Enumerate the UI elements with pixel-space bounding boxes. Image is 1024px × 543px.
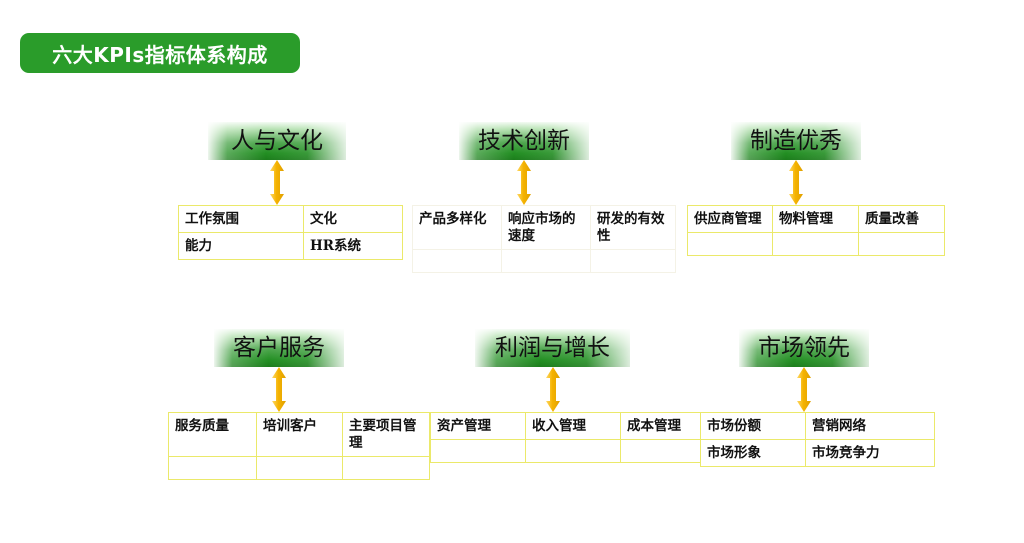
kpi-cell-empty [412,248,502,273]
table-row: 资产管理 收入管理 成本管理 [430,412,715,440]
kpi-cell: 市场份额 [700,412,806,440]
double-arrow-vertical-icon [517,160,531,205]
kpi-cell: 资产管理 [430,412,526,440]
kpi-cell: 能力 [178,231,304,260]
kpi-cell-empty [342,455,430,480]
kpi-table-people-culture: 工作氛围 文化 能力 HR系统 [178,205,403,260]
kpi-cell: 市场形象 [700,438,806,467]
group-header-label: 制造优秀 [750,127,842,154]
kpi-cell-empty [858,231,945,256]
kpi-cell: 主要项目管理 [342,412,430,457]
connector-arrow-market-leadership [794,367,814,412]
group-header-label: 人与文化 [231,127,323,154]
kpi-table-market-leadership: 市场份额 营销网络 市场形象 市场竞争力 [700,412,935,467]
table-row [412,248,676,273]
kpi-cell-empty [501,248,591,273]
kpi-cell: 培训客户 [256,412,343,457]
kpi-table-customer-service: 服务质量 培训客户 主要项目管理 [168,412,430,480]
kpi-cell: 工作氛围 [178,205,304,233]
table-row: 供应商管理 物料管理 质量改善 [687,205,945,233]
kpi-cell-empty [168,455,257,480]
connector-arrow-customer-service [269,367,289,412]
table-row: 产品多样化 响应市场的速度 研发的有效性 [412,205,676,250]
table-row: 市场形象 市场竞争力 [700,438,935,467]
kpi-cell-empty [525,438,621,463]
connector-arrow-technology-innovation [514,160,534,205]
kpi-group-market-leadership: 市场领先 市场份额 营销网络 市场形象 市场竞争力 [700,329,935,467]
kpi-cell: 供应商管理 [687,205,773,233]
group-header-manufacturing-excellence: 制造优秀 [731,122,861,160]
group-header-market-leadership: 市场领先 [739,329,869,367]
kpi-cell: 服务质量 [168,412,257,457]
kpi-cell: 营销网络 [805,412,935,440]
kpi-cell-empty [620,438,715,463]
kpi-cell: 物料管理 [772,205,859,233]
kpi-group-people-culture: 人与文化 工作氛围 文化 能力 HR系统 [178,122,403,260]
kpi-cell: 质量改善 [858,205,945,233]
table-row: 市场份额 营销网络 [700,412,935,440]
kpi-group-profit-growth: 利润与增长 资产管理 收入管理 成本管理 [430,329,715,463]
page-title: 六大KPIs指标体系构成 [52,42,268,67]
kpi-cell: 市场竞争力 [805,438,935,467]
kpi-group-customer-service: 客户服务 服务质量 培训客户 主要项目管理 [168,329,430,480]
kpi-group-manufacturing-excellence: 制造优秀 供应商管理 物料管理 质量改善 [687,122,945,256]
kpi-table-technology-innovation: 产品多样化 响应市场的速度 研发的有效性 [412,205,676,273]
double-arrow-vertical-icon [270,160,284,205]
kpi-cell: 产品多样化 [412,205,502,250]
double-arrow-vertical-icon [545,367,560,412]
table-row [168,455,430,480]
connector-arrow-people-culture [267,160,287,205]
kpi-cell-empty [430,438,526,463]
table-row: 能力 HR系统 [178,231,403,260]
kpi-cell-empty [256,455,343,480]
table-row [430,438,715,463]
group-header-technology-innovation: 技术创新 [459,122,589,160]
table-row [687,231,945,256]
table-row: 工作氛围 文化 [178,205,403,233]
kpi-group-technology-innovation: 技术创新 产品多样化 响应市场的速度 研发的有效性 [412,122,676,273]
kpi-cell: 研发的有效性 [590,205,676,250]
group-header-label: 利润与增长 [495,334,610,361]
kpi-table-profit-growth: 资产管理 收入管理 成本管理 [430,412,715,463]
kpi-cell-empty [772,231,859,256]
kpi-cell: 收入管理 [525,412,621,440]
kpi-cell: 文化 [303,205,403,233]
kpi-cell-empty [590,248,676,273]
kpi-cell: 响应市场的速度 [501,205,591,250]
group-header-people-culture: 人与文化 [208,122,346,160]
page-title-banner: 六大KPIs指标体系构成 [20,33,300,73]
double-arrow-vertical-icon [272,367,286,412]
double-arrow-vertical-icon [797,367,811,412]
group-header-label: 技术创新 [478,127,570,154]
double-arrow-vertical-icon [789,160,803,205]
table-row: 服务质量 培训客户 主要项目管理 [168,412,430,457]
group-header-customer-service: 客户服务 [214,329,344,367]
kpi-table-manufacturing-excellence: 供应商管理 物料管理 质量改善 [687,205,945,256]
group-header-label: 客户服务 [233,334,325,361]
kpi-cell: 成本管理 [620,412,715,440]
group-header-label: 市场领先 [758,334,850,361]
connector-arrow-manufacturing-excellence [786,160,806,205]
connector-arrow-profit-growth [543,367,563,412]
kpi-cell: HR系统 [303,231,403,260]
group-header-profit-growth: 利润与增长 [475,329,630,367]
kpi-cell-empty [687,231,773,256]
